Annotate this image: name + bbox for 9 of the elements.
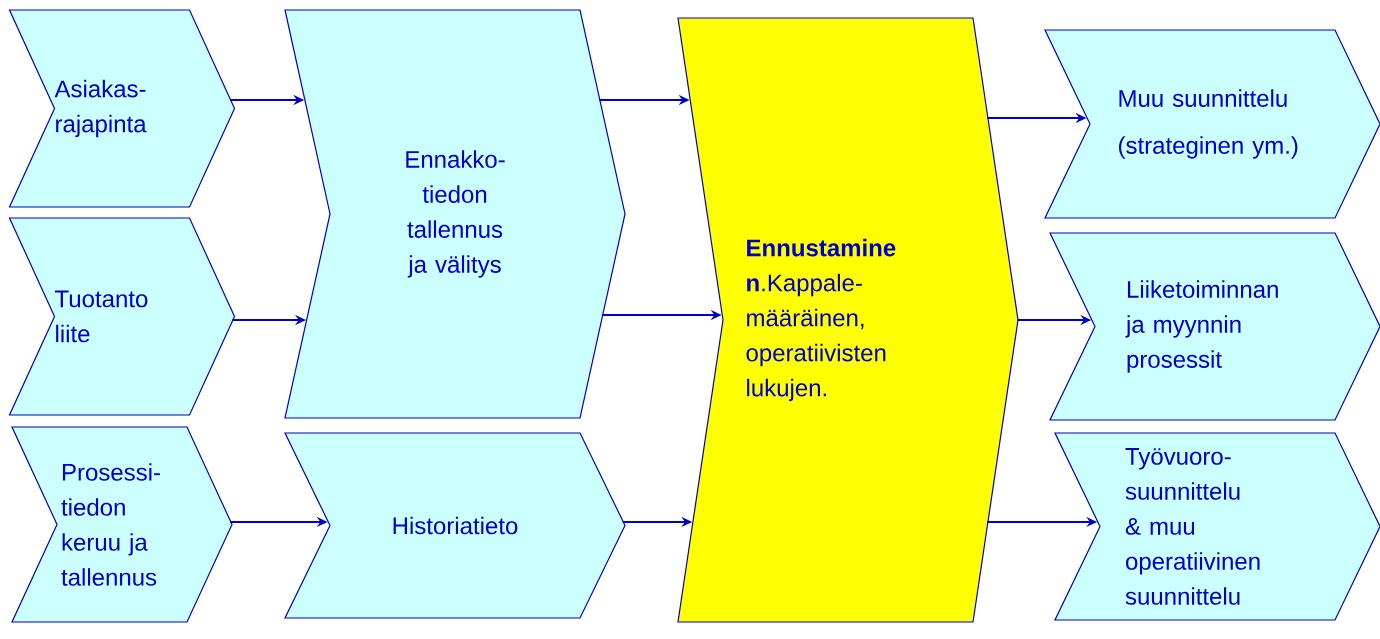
chevron-box: Asiakas- rajapinta: [8, 9, 236, 208]
chevron-box: Ennakko- tiedon tallennus ja välitys: [284, 9, 626, 419]
chevron-box: Ennustamine n.Kappale- määräinen, operatiivisten lukujen.: [677, 17, 1019, 623]
chevron-box: Tuotanto liite: [8, 217, 236, 416]
chevron-box: Prosessi- tiedon keruu ja tallennus: [11, 426, 233, 623]
chevron-box: Työvuoro- suunnittelu & muu operatiivinen suunnittelu: [1054, 432, 1380, 621]
chevron-box: Liiketoiminnan ja myynnin prosessit: [1049, 232, 1380, 421]
chevron-box: Muu suunnittelu (strateginen ym.): [1044, 29, 1380, 219]
chevron-box: Historiatieto: [284, 432, 626, 619]
